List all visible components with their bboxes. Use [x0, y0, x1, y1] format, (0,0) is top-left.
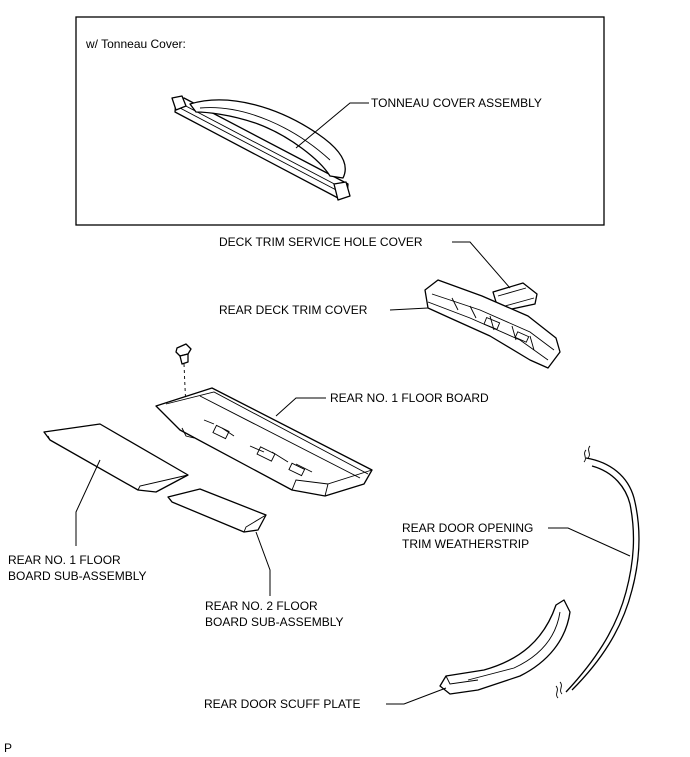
rear-deck-trim-cover-label: REAR DECK TRIM COVER: [219, 303, 368, 317]
weatherstrip-leader: [548, 527, 631, 557]
rear-no1-floor-board-sub-label-line1: REAR NO. 1 FLOOR: [8, 553, 121, 567]
rear-deck-trim-cover: [424, 279, 561, 369]
weatherstrip-label-line1: REAR DOOR OPENING: [402, 521, 533, 535]
rear-door-scuff-plate-label: REAR DOOR SCUFF PLATE: [204, 697, 360, 711]
scuff-plate-leader: [386, 687, 447, 705]
tonneau-leader: [295, 102, 369, 149]
rear-door-scuff-plate: [439, 599, 571, 695]
weatherstrip-label-line2: TRIM WEATHERSTRIP: [402, 537, 529, 551]
rear-no1-floor-board: [155, 387, 373, 497]
deck-trim-service-hole-cover-label: DECK TRIM SERVICE HOLE COVER: [219, 235, 423, 249]
service-hole-cover-leader: [452, 241, 511, 289]
rear-no2-floor-board-sub-label-line1: REAR NO. 2 FLOOR: [205, 599, 318, 613]
inset-frame: [75, 16, 605, 226]
deck-trim-service-hole-cover: [492, 282, 538, 311]
rear-no1-floor-board-sub-leader: [75, 459, 101, 546]
rear-no1-floor-board-label: REAR NO. 1 FLOOR BOARD: [330, 391, 489, 405]
figure-code: P: [4, 741, 12, 755]
rear-no2-floor-board-sub-assembly: [167, 488, 267, 533]
rear-no2-floor-board-sub-label-line2: BOARD SUB-ASSEMBLY: [205, 615, 343, 629]
rear-deck-trim-cover-leader: [389, 307, 429, 311]
tonneau-inset: w/ Tonneau Cover: TONNEAU COVER ASSEMBLY: [75, 16, 605, 226]
rear-no2-floor-board-sub-leader: [255, 531, 271, 596]
rear-no1-floor-board-sub-label-line2: BOARD SUB-ASSEMBLY: [8, 569, 146, 583]
clip: [175, 343, 192, 365]
rear-no1-floor-board-leader: [275, 397, 326, 417]
tonneau-cover-assembly: [171, 95, 351, 201]
tonneau-cover-label: TONNEAU COVER ASSEMBLY: [371, 96, 542, 110]
inset-title: w/ Tonneau Cover:: [85, 37, 186, 51]
rear-door-opening-trim-weatherstrip: [555, 445, 640, 699]
rear-no1-floor-board-sub-assembly: [43, 423, 189, 493]
